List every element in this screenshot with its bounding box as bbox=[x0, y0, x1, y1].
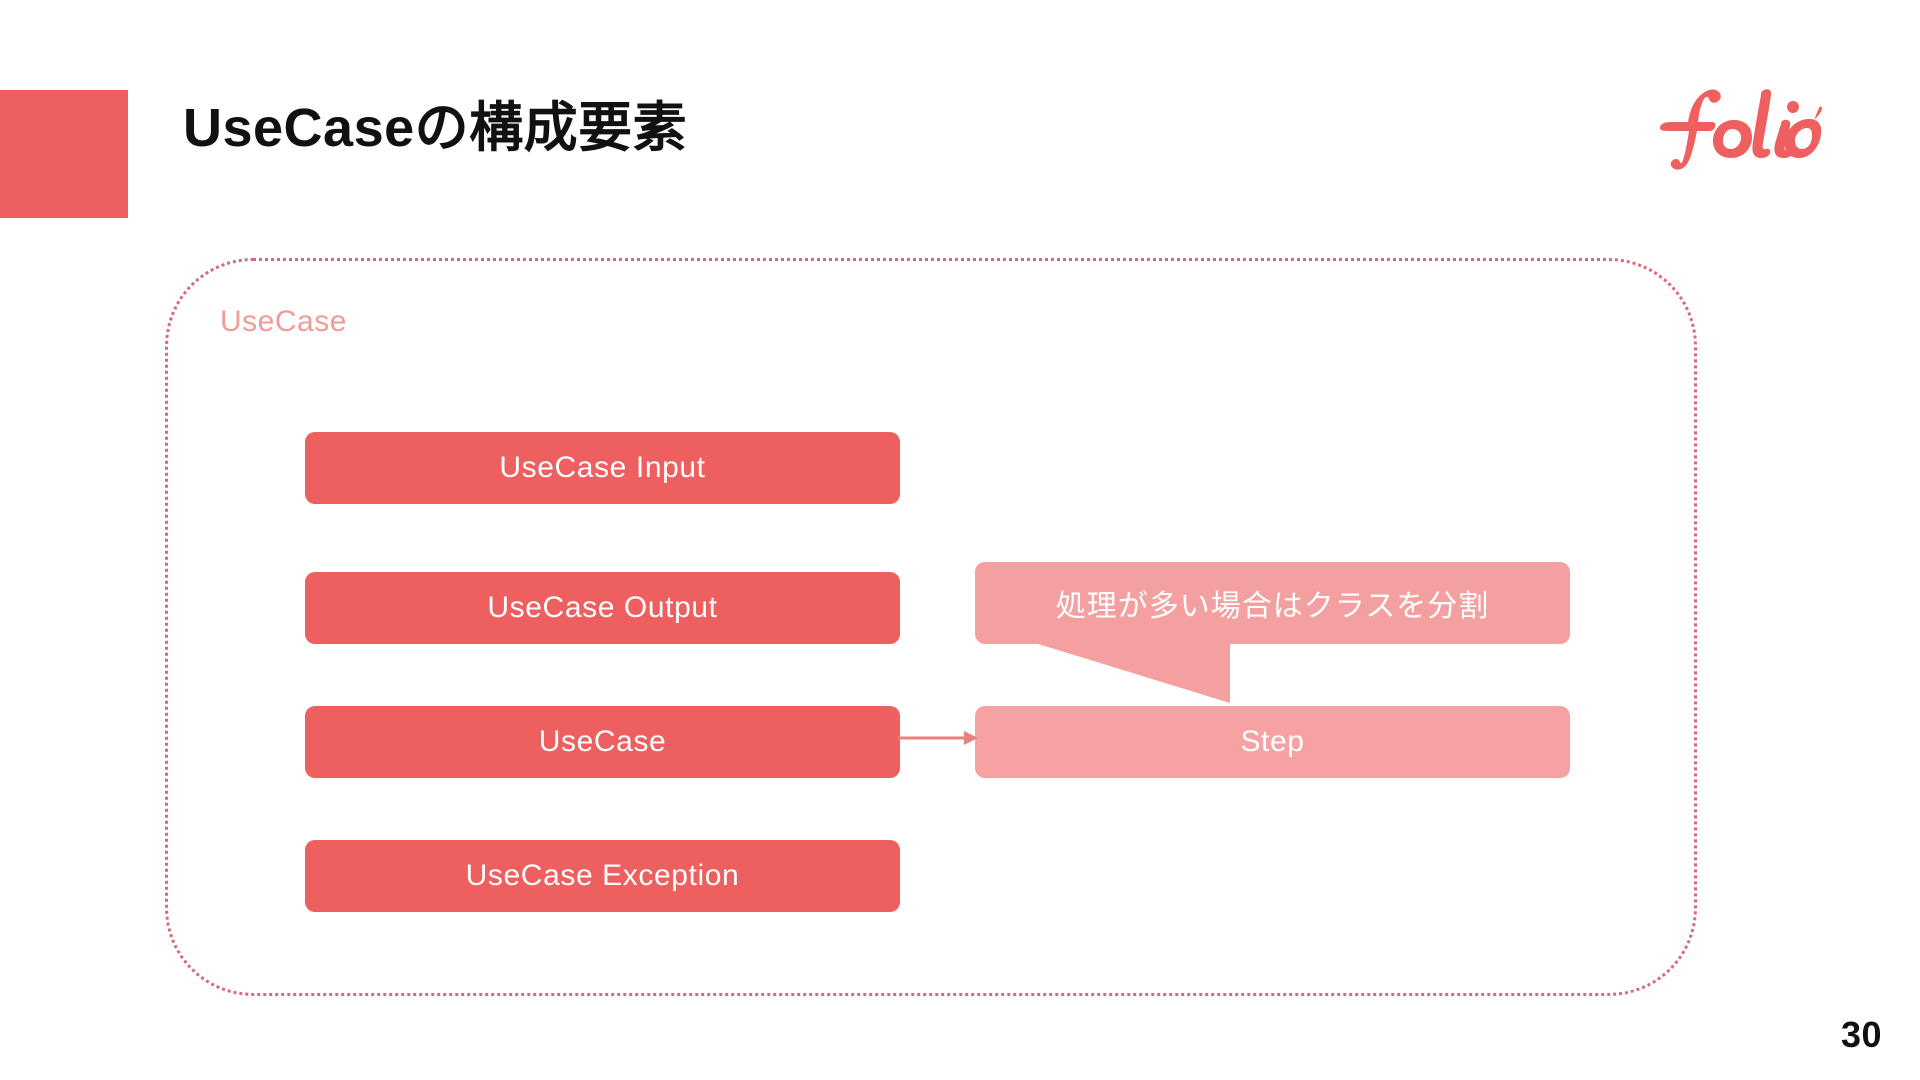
page-title: UseCaseの構成要素 bbox=[183, 98, 688, 158]
component-box-usecase[interactable]: UseCase bbox=[305, 706, 900, 778]
component-box-usecase-exception[interactable]: UseCase Exception bbox=[305, 840, 900, 912]
callout-bubble: 処理が多い場合はクラスを分割 bbox=[975, 562, 1570, 644]
folio-logo bbox=[1642, 76, 1822, 172]
usecase-boundary-label: UseCase bbox=[220, 305, 347, 338]
component-box-step[interactable]: Step bbox=[975, 706, 1570, 778]
connector-arrow-icon bbox=[898, 731, 978, 745]
page-number: 30 bbox=[1840, 1014, 1882, 1055]
title-accent-square bbox=[0, 90, 128, 218]
usecase-boundary: UseCase bbox=[165, 258, 1697, 996]
component-box-usecase-output[interactable]: UseCase Output bbox=[305, 572, 900, 644]
component-box-usecase-input[interactable]: UseCase Input bbox=[305, 432, 900, 504]
